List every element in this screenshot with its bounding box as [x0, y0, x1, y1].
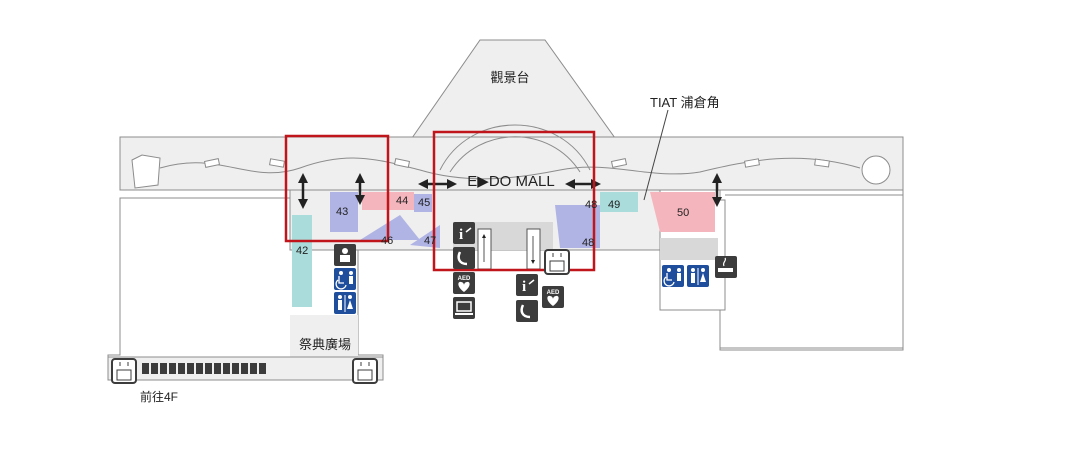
accessible-toilet-icon	[334, 268, 356, 290]
walkway-conveyor	[142, 363, 266, 374]
observation-deck-label: 觀景台	[490, 70, 529, 85]
gate-49-label: 49	[608, 199, 620, 211]
restroom-icon	[687, 265, 709, 287]
telephone-icon	[516, 300, 538, 322]
gate-43-label: 43	[336, 206, 348, 218]
gate-48-zone	[555, 205, 600, 248]
observation-deck-area	[411, 39, 616, 139]
gate-49-zone	[600, 192, 638, 212]
gate-45-label: 45	[418, 197, 430, 209]
smoking-area-icon	[715, 256, 737, 278]
highlight-box-left	[284, 134, 390, 243]
elevator-icon	[544, 249, 570, 275]
escalator-down	[526, 228, 541, 270]
gate-50-zone	[650, 192, 715, 232]
information-icon: i	[453, 222, 475, 244]
highlight-box-center	[432, 130, 596, 272]
gate-48-lower-label: 48	[582, 237, 594, 249]
gate-42-zone	[292, 215, 312, 307]
walkway-markers	[203, 158, 830, 168]
svg-text:i: i	[459, 227, 463, 243]
accessible-toilet-icon	[662, 265, 684, 287]
gate-44-label: 44	[396, 195, 408, 207]
gate-47-label: 47	[424, 235, 436, 247]
tiat-pointer-line	[643, 109, 669, 201]
right-grey-zone	[660, 238, 718, 260]
festival-plaza-label: 祭典廣場	[299, 337, 351, 352]
escalator-up	[477, 228, 492, 270]
left-end-structure	[131, 154, 161, 189]
aed-icon: AED	[542, 286, 564, 308]
computer-icon	[453, 297, 475, 319]
gate-48-upper-label: 48	[585, 199, 597, 211]
festival-plaza-area	[290, 315, 358, 360]
elevator-icon	[352, 358, 378, 384]
svg-text:AED: AED	[547, 290, 560, 296]
svg-text:i: i	[522, 279, 526, 295]
walkway-arc	[439, 124, 591, 171]
gate-46-zone	[360, 215, 420, 240]
gate-43-zone	[330, 192, 358, 232]
gate-50-label: 50	[677, 207, 689, 219]
passage-arrows	[298, 173, 722, 209]
elevator-icon	[111, 358, 137, 384]
right-wing-outline	[659, 190, 904, 349]
moving-walkway-path	[159, 157, 861, 180]
restroom-icon	[334, 292, 356, 314]
gate-46-label: 46	[381, 235, 393, 247]
svg-text:AED: AED	[458, 276, 471, 282]
gate-42-label: 42	[296, 245, 308, 257]
aed-icon: AED	[453, 272, 475, 294]
edo-mall-label: E▶DO MALL	[467, 173, 554, 190]
gate-47-zone	[410, 225, 440, 248]
tiat-label: TIAT 浦倉角	[650, 95, 720, 110]
walkway-arc-inner	[449, 136, 581, 173]
information-icon: i	[516, 274, 538, 296]
to-4f-label: 前往4F	[140, 389, 178, 404]
right-end-circle	[861, 155, 891, 185]
telephone-icon	[453, 247, 475, 269]
nursing-room-icon	[334, 244, 356, 266]
gate-45-zone	[414, 194, 432, 212]
